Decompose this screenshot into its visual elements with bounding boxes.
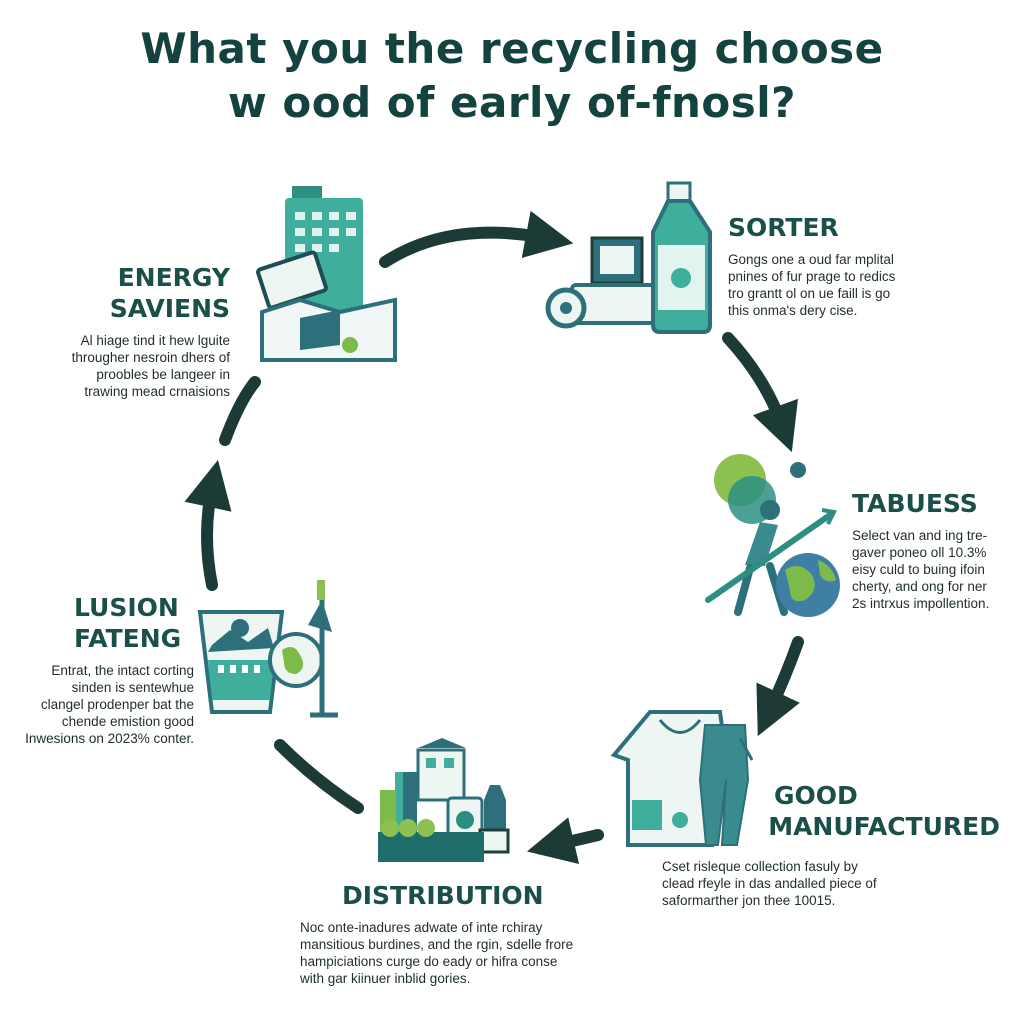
- stage-distribution-body-line: Noc onte-inadures adwate of inte rchiray: [300, 919, 620, 936]
- stage-energy-title: ENERGY SAVIENS: [40, 262, 230, 324]
- stage-energy-body-line: througher nesroin dhers of: [40, 349, 230, 366]
- stage-sorter-body-line: tro grantt ol on ue faill is go: [728, 285, 998, 302]
- stage-lusion-title: LUSION FATENG: [12, 592, 194, 654]
- stage-energy-body-line: trawing mead crnaisions: [40, 383, 230, 400]
- stage-sorter-body-line: pnines of fur prage to redics: [728, 268, 998, 285]
- arrow-good-to-distribution: [555, 835, 598, 845]
- stage-good-body: Cset risleque collection fasuly by clead…: [662, 858, 1012, 909]
- stage-good-title-line: GOOD: [662, 780, 1000, 811]
- stage-lusion-body: Entrat, the intact corting sinden is sen…: [12, 662, 194, 747]
- stage-lusion-body-line: sinden is sentewhue: [12, 679, 194, 696]
- person-globe-icon: [708, 454, 840, 617]
- stage-sorter: SORTER Gongs one a oud far mplital pnine…: [728, 212, 998, 319]
- stage-energy-body-line: proobles be langeer in: [40, 366, 230, 383]
- stage-tabuess-body: Select van and ing tre- gaver poneo oll …: [852, 527, 1017, 612]
- stage-sorter-title-line: SORTER: [728, 212, 998, 243]
- stage-sorter-body-line: Gongs one a oud far mplital: [728, 251, 998, 268]
- stage-tabuess-body-line: 2s intrxus impollention.: [852, 595, 1017, 612]
- stage-tabuess-title: TABUESS: [852, 488, 1017, 519]
- arrow-lusion-to-energy: [207, 488, 212, 585]
- glass-globe-icon: [200, 580, 338, 715]
- stage-lusion-title-line: LUSION: [74, 592, 194, 623]
- arrow-distribution-to-lusion: [280, 745, 358, 808]
- factory-buildings-icon: [257, 186, 395, 360]
- stage-tabuess-body-line: gaver poneo oll 10.3%: [852, 544, 1017, 561]
- stage-distribution-title-line: DISTRIBUTION: [342, 880, 620, 911]
- stage-good: GOOD MANUFACTURED Cset risleque collecti…: [662, 780, 1012, 909]
- stage-sorter-title: SORTER: [728, 212, 998, 243]
- bottle-machine-icon: [548, 183, 710, 332]
- arrow-energy-to-sorter: [385, 233, 545, 262]
- stage-lusion-body-line: Inwesions on 2023% conter.: [12, 730, 194, 747]
- stage-distribution-body: Noc onte-inadures adwate of inte rchiray…: [300, 919, 620, 987]
- stage-distribution-body-line: with gar kiinuer inblid gories.: [300, 970, 620, 987]
- stage-distribution-body-line: hampiciations curge do eady or hifra con…: [300, 953, 620, 970]
- stage-good-body-line: clead rfeyle in das andalled piece of: [662, 875, 1012, 892]
- stage-distribution: DISTRIBUTION Noc onte-inadures adwate of…: [300, 880, 620, 987]
- stage-good-title: GOOD MANUFACTURED: [662, 780, 1012, 842]
- stage-lusion-title-line: FATENG: [74, 623, 194, 654]
- stage-lusion-body-line: Entrat, the intact corting: [12, 662, 194, 679]
- arrow-sorter-to-tabuess: [728, 338, 782, 425]
- stage-distribution-title: DISTRIBUTION: [300, 880, 620, 911]
- arrow-tabuess-to-good: [770, 642, 798, 710]
- stage-energy-title-line: SAVIENS: [40, 293, 230, 324]
- stage-sorter-body-line: this onma's dery cise.: [728, 302, 998, 319]
- stage-tabuess: TABUESS Select van and ing tre- gaver po…: [852, 488, 1017, 612]
- stage-energy-body-line: Al hiage tind it hew lguite: [40, 332, 230, 349]
- stage-lusion-body-line: chende emistion good: [12, 713, 194, 730]
- stage-lusion-body-line: clangel prodenper bat the: [12, 696, 194, 713]
- stage-sorter-body: Gongs one a oud far mplital pnines of fu…: [728, 251, 998, 319]
- stage-energy: ENERGY SAVIENS Al hiage tind it hew lgui…: [40, 262, 230, 400]
- city-packages-icon: [378, 738, 508, 862]
- stage-tabuess-body-line: Select van and ing tre-: [852, 527, 1017, 544]
- stage-energy-title-line: ENERGY: [40, 262, 230, 293]
- stage-tabuess-body-line: eisy culd to buing ifoin: [852, 561, 1017, 578]
- stage-energy-body: Al hiage tind it hew lguite througher ne…: [40, 332, 230, 400]
- stage-distribution-body-line: mansitious burdines, and the rgin, sdell…: [300, 936, 620, 953]
- stage-tabuess-title-line: TABUESS: [852, 488, 1017, 519]
- stage-lusion: LUSION FATENG Entrat, the intact corting…: [12, 592, 194, 747]
- stage-tabuess-body-line: cherty, and ong for ner: [852, 578, 1017, 595]
- stage-good-body-line: Cset risleque collection fasuly by: [662, 858, 1012, 875]
- stage-good-title-line: MANUFACTURED: [662, 811, 1000, 842]
- stage-good-body-line: saformarther jon thee 10015.: [662, 892, 1012, 909]
